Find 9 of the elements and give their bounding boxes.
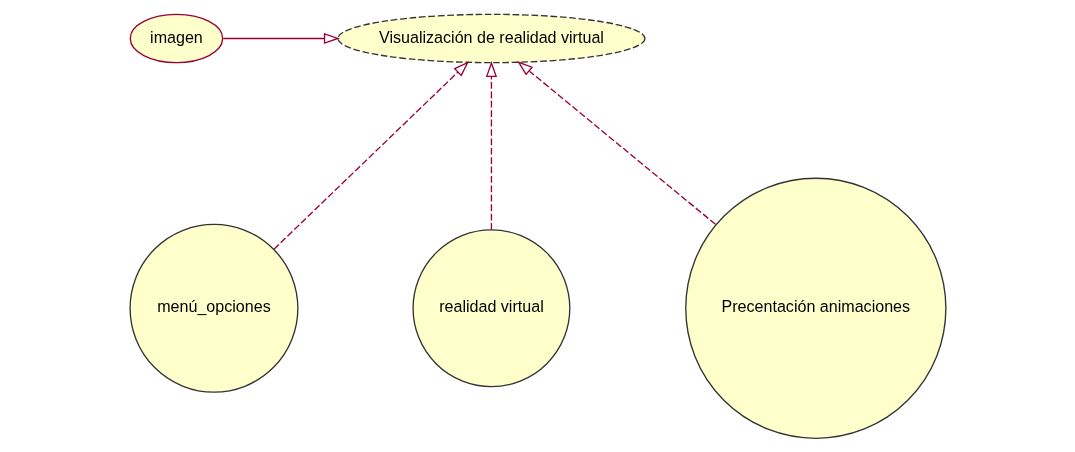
- node-ellipse: Visualización de realidad virtual: [336, 13, 646, 63]
- arrow: [516, 60, 716, 225]
- node-circle: Precentación animaciones: [684, 177, 947, 439]
- arrow: [485, 60, 497, 230]
- node-ellipse: imagen: [129, 13, 223, 63]
- arrow: [273, 60, 469, 250]
- arrow: [222, 32, 340, 44]
- node-circle: menú_opciones: [128, 223, 299, 393]
- node-circle: realidad virtual: [411, 228, 570, 387]
